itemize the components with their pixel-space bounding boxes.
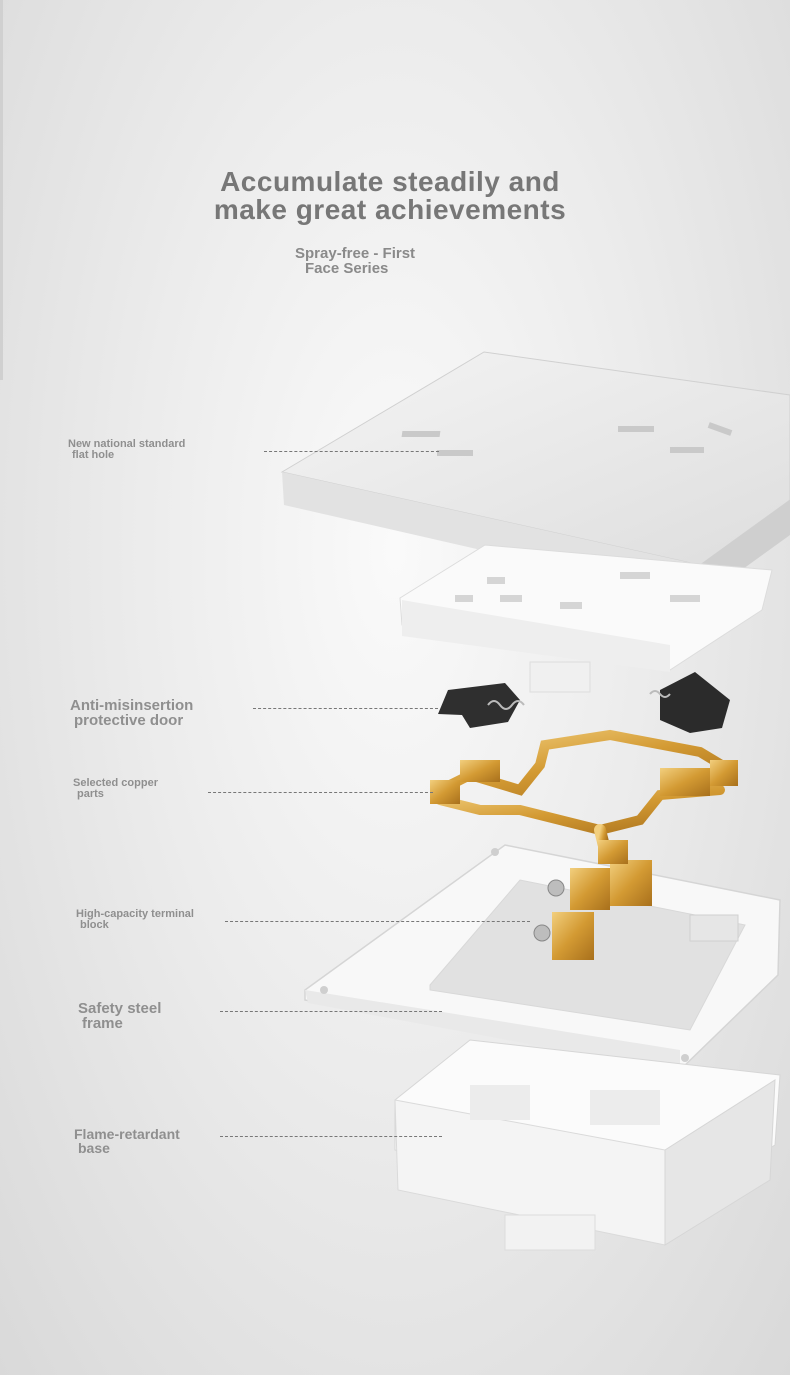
label-base: Flame-retardant base [74,1126,180,1156]
inner-cover [399,544,773,693]
copper-parts [430,729,738,856]
headline-line-2: make great achievements [213,194,567,225]
subtitle-line-2: Face Series [305,260,389,277]
series-subtitle: Spray-free - First Face Series [295,246,415,276]
label-copper-parts: Selected copper parts [73,777,158,800]
leader-steel-frame [220,1011,442,1012]
leader-base [220,1136,442,1137]
headline-line-1: Accumulate steadily and [220,166,560,197]
left-edge-strip [0,0,3,380]
subtitle-line-1: Spray-free - First [295,245,416,262]
safety-steel-frame [304,844,781,1072]
leader-copper-parts [208,792,433,793]
label-steel-frame: Safety steel frame [78,1000,162,1032]
headline: Accumulate steadily and make great achie… [150,168,630,224]
leader-protective-door [253,708,438,709]
flame-retardant-base [394,1039,781,1251]
leader-flat-hole [264,451,439,452]
label-terminal-block: High-capacity terminal block [76,908,194,931]
protective-doors [438,672,730,733]
label-protective-door: Anti-misinsertion protective door [70,697,194,729]
terminal-block [533,840,652,960]
leader-terminal-block [225,921,530,922]
label-flat-hole: New national standard flat hole [68,438,186,461]
